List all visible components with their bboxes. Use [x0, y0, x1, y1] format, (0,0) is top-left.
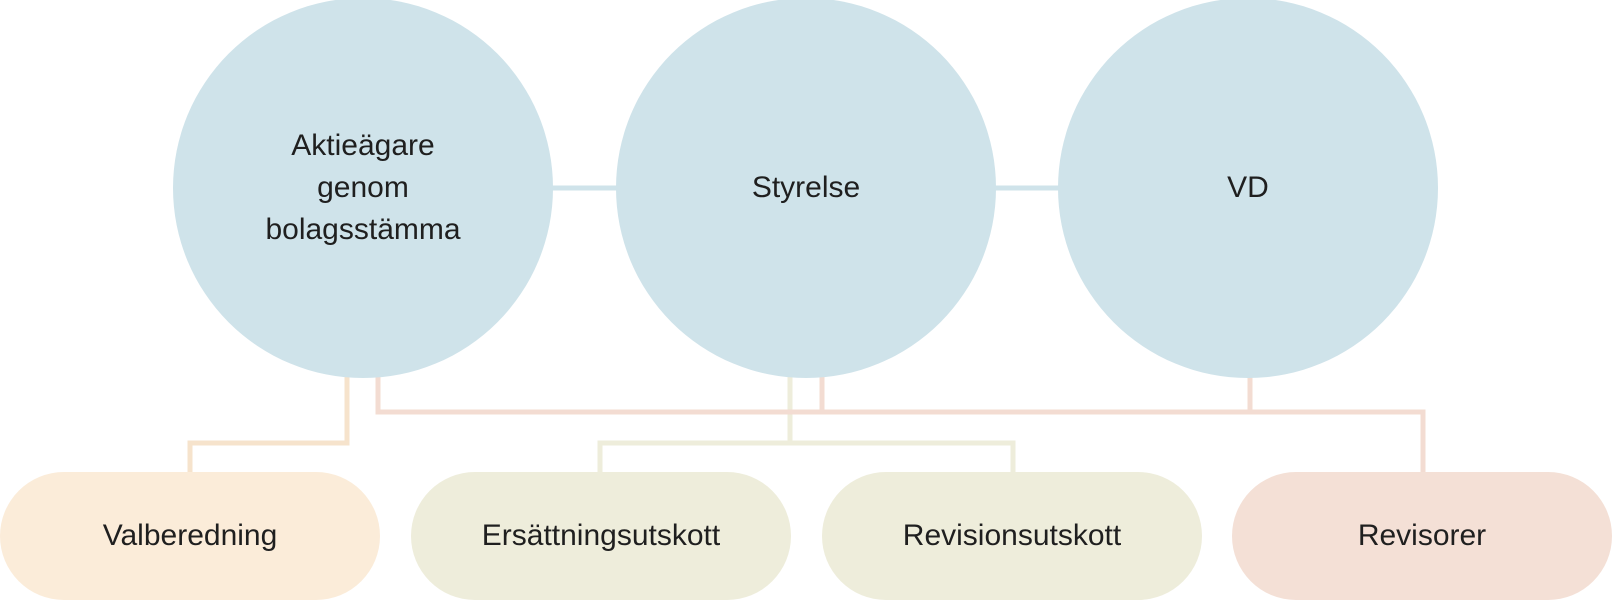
board-label: Styrelse — [751, 171, 861, 204]
ceo-node: VD — [1058, 0, 1438, 378]
link-shareholders-nomination — [187, 377, 350, 475]
link-auditors-bar — [375, 377, 1426, 475]
nomination-committee-node: Valberedning — [0, 472, 380, 600]
nomination-committee-label: Valberedning — [102, 519, 278, 552]
remuneration-committee-label: Ersättningsutskott — [481, 519, 721, 552]
shareholders-node: Aktieägare genom bolagsstämma — [173, 0, 553, 378]
audit-committee-label: Revisionsutskott — [902, 519, 1122, 552]
auditors-node: Revisorer — [1232, 472, 1612, 600]
ceo-label: VD — [1227, 171, 1269, 204]
auditors-label: Revisorer — [1357, 519, 1487, 552]
shareholders-label: Aktieägare genom bolagsstämma — [265, 129, 461, 246]
remuneration-committee-node: Ersättningsutskott — [411, 472, 791, 600]
board-node: Styrelse — [616, 0, 996, 378]
link-committees-bar — [597, 440, 1016, 475]
audit-committee-node: Revisionsutskott — [822, 472, 1202, 600]
